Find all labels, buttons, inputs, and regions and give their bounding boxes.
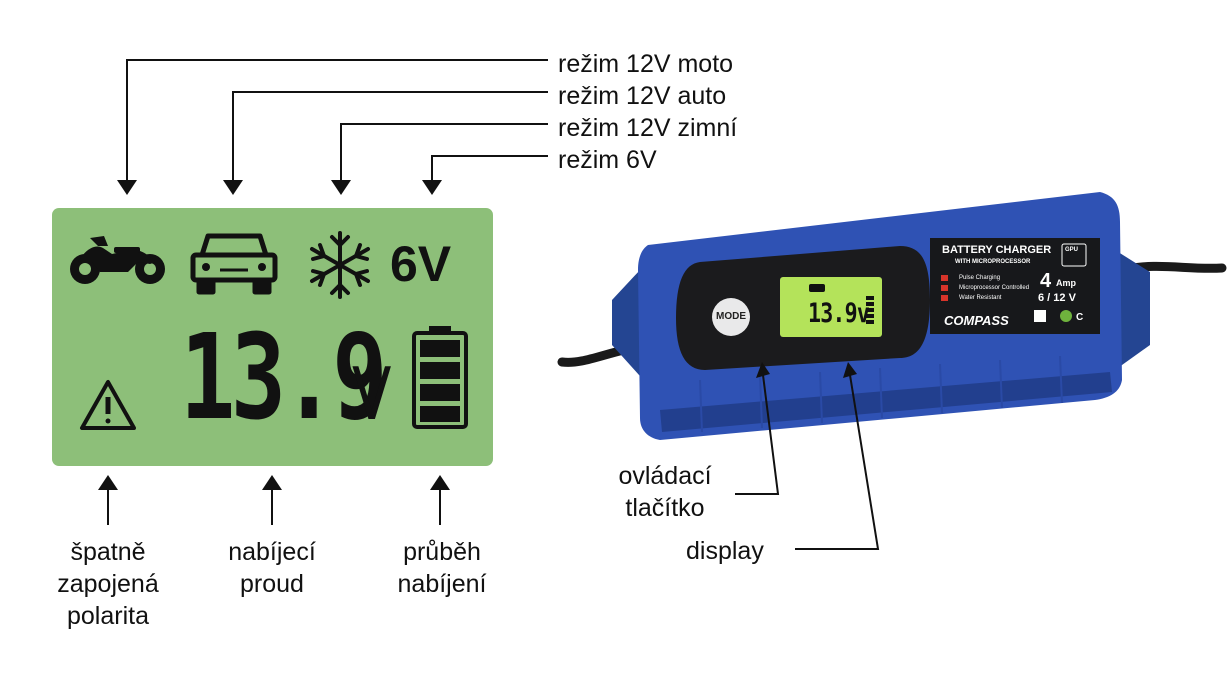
lcd-6v-indicator: 6V [390,236,452,292]
label-control-line-1: ovládací [618,462,712,490]
mode-button-label: MODE [716,311,746,322]
label-mode-winter: režim 12V zimní [558,114,738,142]
device-feature-1: Pulse Charging [959,275,1001,281]
mini-display-value: 13.9v [808,298,870,329]
label-polarity: špatně zapojená polarita [38,536,178,632]
label-mode-auto: režim 12V auto [558,82,727,110]
motorcycle-icon [70,236,165,284]
lcd-voltage-unit: V [352,352,392,436]
charger-label: C [930,238,1100,334]
device-chip-label: GPU [1065,247,1079,253]
label-control-line-2: tlačítko [625,494,705,522]
device-feature-3: Water Resistant [959,295,1002,301]
device-amp-unit: Amp [1056,278,1076,288]
battery-icon [412,326,468,429]
charger-front-panel [676,246,930,370]
device-amp-value: 4 [1040,270,1052,292]
label-progress-line-2: nabíjení [397,570,487,598]
warning-icon [80,380,136,430]
bottom-arrows [98,475,450,525]
mini-display [780,277,882,337]
device-label-subtitle: WITH MICROPROCESSOR [955,259,1031,265]
label-polarity-line-2: zapojená [57,570,159,598]
label-mode-6v: režim 6V [558,146,657,174]
label-polarity-line-3: polarita [67,602,149,630]
label-progress: průběh nabíjení [372,536,512,600]
label-current-line-1: nabíjecí [228,538,316,566]
label-polarity-line-1: špatně [70,538,146,566]
device-brand: COMPASS [944,313,1009,328]
label-progress-line-1: průběh [403,538,481,566]
mode-button [712,298,750,336]
device-voltage-range: 6 / 12 V [1038,292,1076,304]
svg-text:C: C [1076,312,1083,323]
device-feature-2: Microprocessor Controlled [959,285,1030,291]
label-mode-moto: režim 12V moto [558,50,734,78]
snowflake-icon [310,231,370,299]
label-display: display [686,537,764,565]
label-current: nabíjecí proud [200,536,344,600]
top-arrowheads [117,180,442,195]
car-icon [190,233,278,295]
label-current-line-2: proud [240,570,304,598]
lcd-voltage-digits: 13.9 [180,308,388,446]
top-leader-lines [126,59,548,180]
charger-leader-lines [735,374,880,550]
label-control-button: ovládací tlačítko [600,460,730,524]
device-label-title: BATTERY CHARGER [942,244,1052,256]
